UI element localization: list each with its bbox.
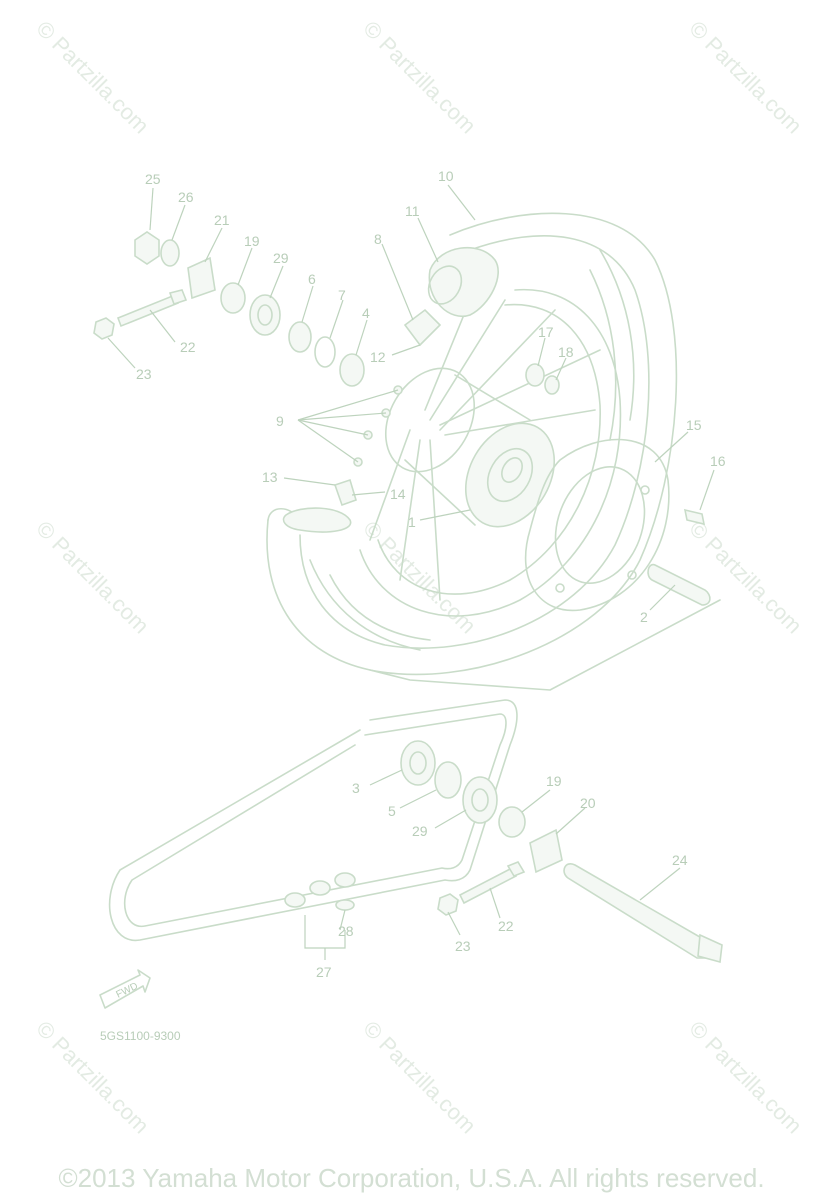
watermark: © Partzilla.com [31, 516, 154, 639]
right-side-parts [400, 740, 723, 964]
callout-28: 28 [338, 923, 354, 939]
callout-29-lower: 29 [412, 823, 428, 839]
callout-24: 24 [672, 852, 688, 868]
callout-12: 12 [370, 349, 386, 365]
watermark: © Partzilla.com [684, 516, 807, 639]
callout-7: 7 [338, 287, 346, 303]
callout-26: 26 [178, 189, 194, 205]
callout-19-lower: 19 [546, 773, 562, 789]
rim [359, 288, 622, 617]
callout-29-upper: 29 [273, 250, 289, 266]
callout-14: 14 [390, 486, 406, 502]
callout-10: 10 [438, 168, 454, 184]
watermark: © Partzilla.com [684, 16, 807, 139]
watermark: © Partzilla.com [358, 1016, 481, 1139]
callout-18: 18 [558, 344, 574, 360]
callout-20: 20 [580, 795, 596, 811]
diagram-code: 5GS1100-9300 [100, 1029, 181, 1043]
callout-6: 6 [308, 271, 316, 287]
leader-lines [107, 184, 715, 960]
callout-8: 8 [374, 231, 382, 247]
callout-22-upper: 22 [180, 339, 196, 355]
callout-1: 1 [408, 514, 416, 530]
callout-9: 9 [276, 413, 284, 429]
rim-band [282, 478, 357, 533]
nut-17 [525, 363, 560, 395]
sprocket-bolt [683, 508, 706, 526]
callouts: 1 2 3 4 5 6 7 8 9 10 11 12 13 14 15 16 1… [136, 168, 726, 980]
collar [647, 563, 711, 606]
spoke-nipples [353, 385, 403, 467]
watermark: © Partzilla.com [358, 16, 481, 139]
callout-23-upper: 23 [136, 366, 152, 382]
callout-25: 25 [145, 171, 161, 187]
sprocket [524, 438, 670, 612]
callout-11: 11 [405, 203, 420, 219]
callout-23-lower: 23 [455, 938, 471, 954]
callout-17: 17 [538, 324, 554, 340]
spokes [369, 299, 601, 601]
callout-27: 27 [316, 964, 332, 980]
watermark: © Partzilla.com [358, 516, 481, 639]
callout-13: 13 [262, 469, 278, 485]
callout-19-upper: 19 [244, 233, 260, 249]
tube-and-rim-lock [403, 246, 499, 347]
callout-21: 21 [214, 212, 230, 228]
outline-line [369, 599, 721, 691]
callout-4: 4 [362, 305, 370, 321]
hub [384, 367, 556, 528]
fwd-arrow-icon: FWD [99, 969, 151, 1009]
callout-2: 2 [640, 609, 648, 625]
copyright-notice: ©2013 Yamaha Motor Corporation, U.S.A. A… [58, 1163, 765, 1193]
fwd-label: FWD [114, 981, 139, 1001]
left-side-parts [93, 231, 365, 387]
callout-3: 3 [352, 780, 360, 796]
callout-16: 16 [710, 453, 726, 469]
callout-5: 5 [388, 803, 396, 819]
callout-22-lower: 22 [498, 918, 514, 934]
watermark: © Partzilla.com [31, 16, 154, 139]
tire [266, 212, 678, 676]
chain [108, 699, 518, 941]
callout-15: 15 [686, 417, 702, 433]
watermark: © Partzilla.com [684, 1016, 807, 1139]
